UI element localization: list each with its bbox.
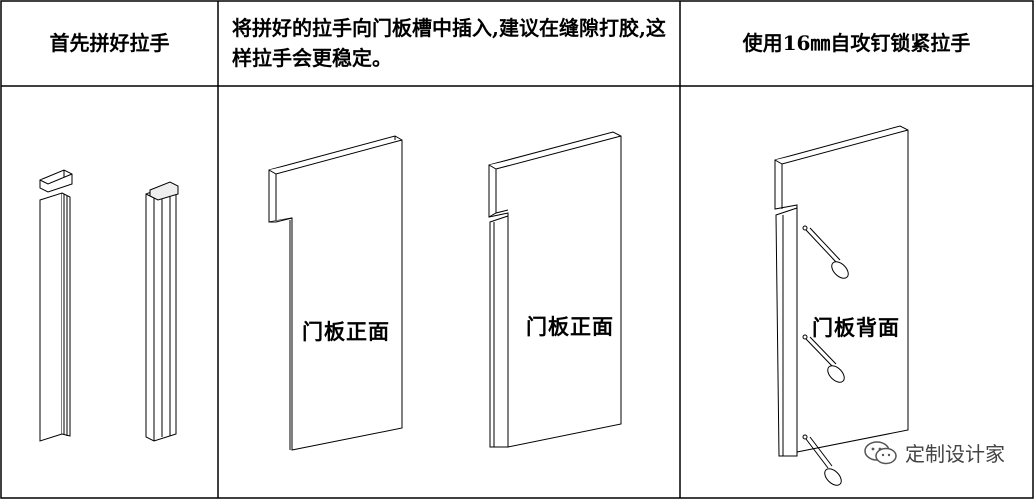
wechat-logo-icon bbox=[864, 440, 897, 464]
door-panel-front-2-illustration bbox=[488, 131, 622, 448]
step-3-instruction: 使用16㎜自攻钉锁紧拉手 bbox=[742, 31, 971, 55]
watermark-text: 定制设计家 bbox=[905, 442, 1005, 466]
door-panel-front-1-illustration bbox=[268, 135, 403, 451]
step-2-instruction: 将拼好的拉手向门板槽中插入,建议在缝隙打胶,这样拉手会更稳定。 bbox=[232, 16, 666, 70]
watermark: 定制设计家 bbox=[863, 438, 1005, 467]
panel-label-front-1: 门板正面 bbox=[302, 319, 390, 344]
handle-pieces-illustration bbox=[39, 169, 179, 442]
door-panel-back-illustration bbox=[774, 125, 909, 457]
step-1-instruction: 首先拼好拉手 bbox=[49, 31, 170, 55]
screw-icons bbox=[805, 227, 849, 486]
panel-label-front-2: 门板正面 bbox=[526, 314, 614, 339]
panel-label-back: 门板背面 bbox=[812, 315, 900, 340]
